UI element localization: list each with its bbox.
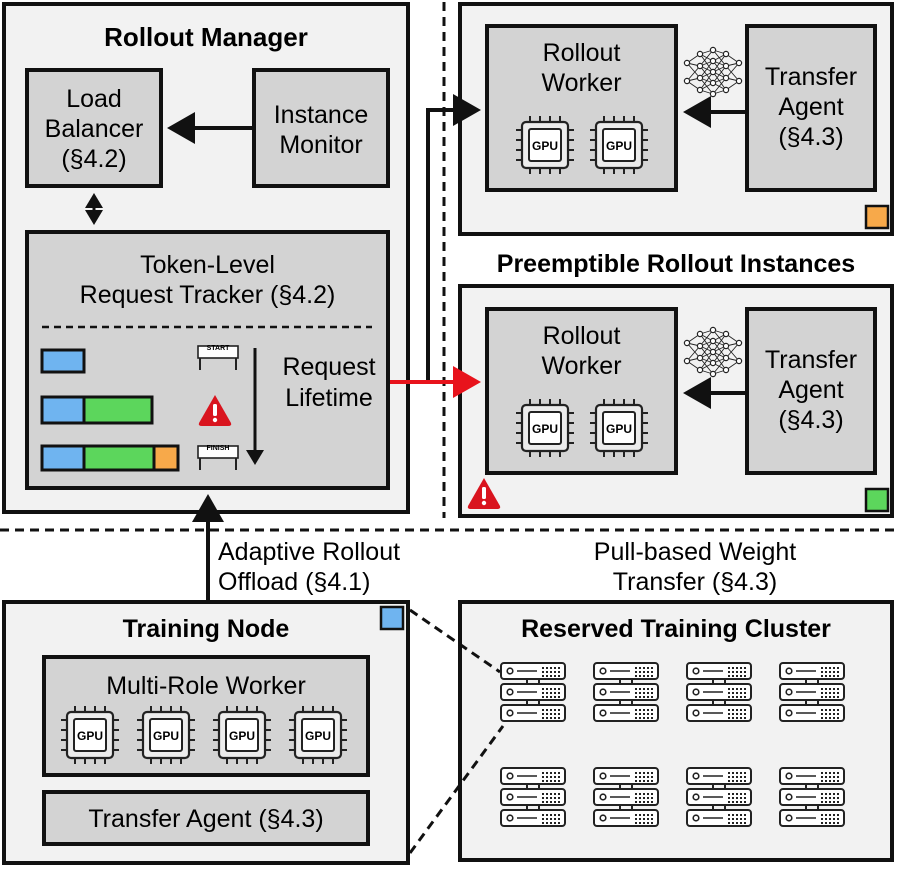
model-weights-icon <box>683 46 743 98</box>
transfer-agent-top-line3: (§4.3) <box>778 123 844 151</box>
transfer-agent-bottom-line2: Agent <box>778 376 844 404</box>
transfer-agent-bottom: Transfer Agent (§4.3) <box>745 307 877 475</box>
gpu-label: GPU <box>606 422 632 436</box>
tracker-title-line1: Token-Level <box>140 251 275 279</box>
warning-icon-tracker <box>198 395 232 426</box>
offload-label-line2: Offload (§4.1) <box>218 568 371 596</box>
server-icon <box>594 768 658 826</box>
pull-transfer-label: Pull-based Weight Transfer (§4.3) <box>545 537 845 597</box>
server-icon <box>780 663 844 721</box>
request-bar-2-prefill <box>40 395 86 425</box>
request-label-line2: Lifetime <box>285 384 373 413</box>
gpu-label: GPU <box>606 139 632 153</box>
training-transfer-agent-label: Transfer Agent (§4.3) <box>88 805 324 833</box>
transfer-agent-top-line2: Agent <box>778 93 844 121</box>
gpu-label: GPU <box>153 729 179 743</box>
server-icon <box>687 768 751 826</box>
manager-to-worker-connector <box>390 94 481 384</box>
training-transfer-agent-box: Transfer Agent (§4.3) <box>42 790 370 846</box>
request-label-line1: Request <box>282 353 376 381</box>
request-bar-3-tail <box>152 444 180 472</box>
model-weights-icon <box>683 326 743 378</box>
status-square-green <box>864 487 890 513</box>
pull-label-line1: Pull-based Weight <box>593 538 797 566</box>
gpu-label: GPU <box>305 729 331 743</box>
rollout-worker-top: Rollout Worker <box>485 24 678 192</box>
gpu-label: GPU <box>532 139 558 153</box>
instance-monitor-box: Instance Monitor <box>252 68 390 188</box>
rollout-manager-title: Rollout Manager <box>104 22 308 52</box>
rollout-worker-top-line2: Worker <box>541 69 622 97</box>
request-bar-1-prefill <box>40 348 86 374</box>
load-balancer-box: Load Balancer (§4.2) <box>25 68 163 188</box>
load-balancer-line1: Load <box>66 85 122 113</box>
server-icon <box>594 663 658 721</box>
request-bar-2-decode <box>82 395 154 425</box>
request-bar-3-decode <box>82 444 156 472</box>
rollout-worker-bottom-line2: Worker <box>541 352 622 380</box>
transfer-agent-bottom-line3: (§4.3) <box>778 406 844 434</box>
status-square-blue <box>379 605 405 631</box>
transfer-agent-top: Transfer Agent (§4.3) <box>745 24 877 192</box>
warning-icon-instance <box>467 478 501 509</box>
pull-label-line2: Transfer (§4.3) <box>612 568 778 596</box>
rollout-worker-bottom-line1: Rollout <box>542 322 621 350</box>
gpu-label: GPU <box>229 729 255 743</box>
server-icon <box>501 768 565 826</box>
pull-dashed-line-top <box>409 608 501 674</box>
training-cluster-title: Reserved Training Cluster <box>521 615 831 643</box>
instance-monitor-line1: Instance <box>273 101 369 129</box>
load-balancer-line2: Balancer <box>44 115 144 143</box>
server-icon <box>780 768 844 826</box>
rollout-instances-title: Preemptible Rollout Instances <box>496 250 856 278</box>
load-balancer-line3: (§4.2) <box>61 145 127 173</box>
multi-role-worker-label: Multi-Role Worker <box>106 672 306 700</box>
request-bar-3-prefill <box>40 444 86 472</box>
instance-monitor-line2: Monitor <box>279 131 363 159</box>
transfer-agent-top-line1: Transfer <box>764 63 858 91</box>
status-square-orange <box>864 204 890 230</box>
rollout-worker-bottom: Rollout Worker <box>485 307 678 475</box>
offload-label-line1: Adaptive Rollout <box>218 538 401 566</box>
training-node-title: Training Node <box>122 615 290 643</box>
server-icon <box>687 663 751 721</box>
offload-label: Adaptive Rollout Offload (§4.1) <box>218 537 400 597</box>
tracker-title-line2: Request Tracker (§4.2) <box>79 281 336 309</box>
gpu-label: GPU <box>77 729 103 743</box>
finish-sign-label: FINISH <box>207 445 230 452</box>
rollout-worker-top-line1: Rollout <box>542 39 621 67</box>
gpu-label: GPU <box>532 422 558 436</box>
server-icon <box>501 663 565 721</box>
start-sign-label: START <box>207 345 231 352</box>
pull-dashed-line-bottom <box>408 725 505 854</box>
transfer-agent-bottom-line1: Transfer <box>764 346 858 374</box>
